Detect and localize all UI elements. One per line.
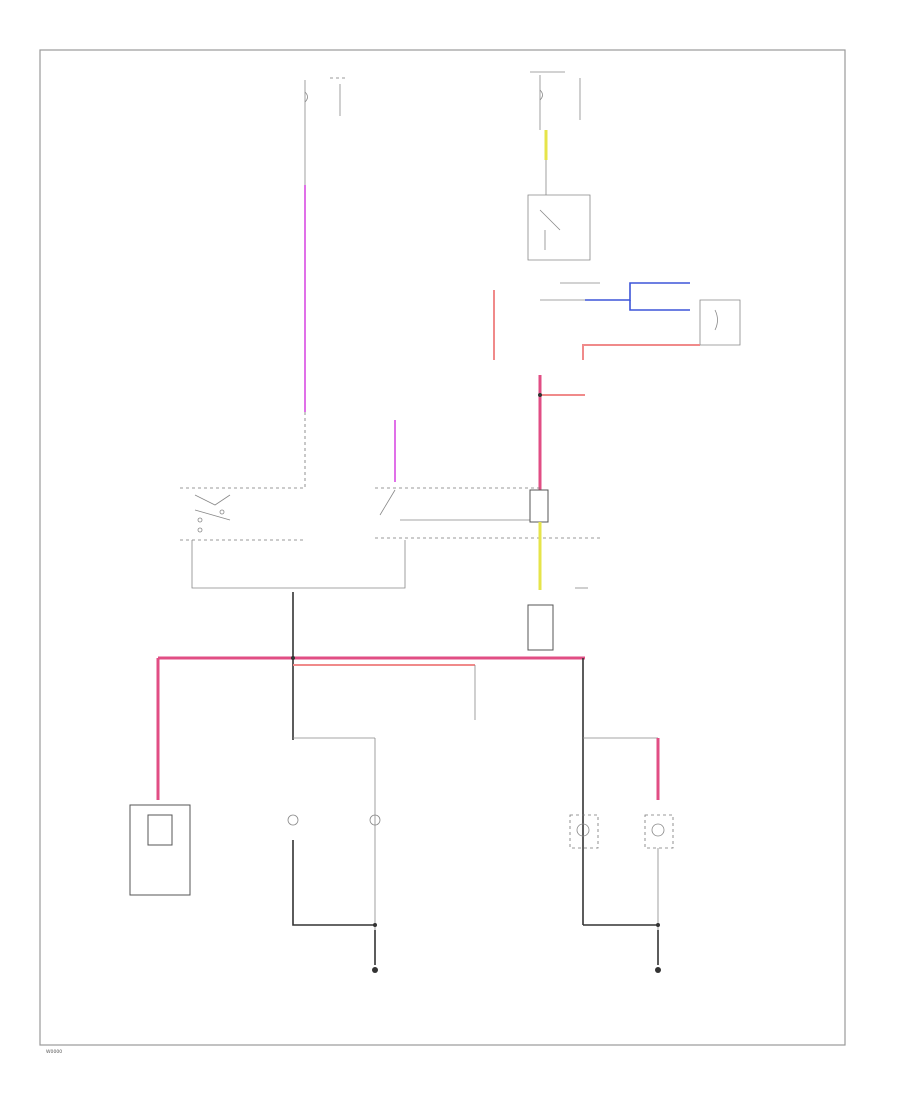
fuse-top-left <box>304 77 345 120</box>
relay-switch-row <box>375 487 600 539</box>
component-lower-right <box>527 587 588 651</box>
diagram-frame <box>39 49 846 1046</box>
ground-point-right <box>655 967 661 973</box>
wire-salmon-right <box>582 344 700 360</box>
footer-code: W0000 <box>46 1049 62 1055</box>
ground-point-center <box>372 967 378 973</box>
splice-dot-upper <box>538 393 542 397</box>
fuse-box-right <box>699 299 741 346</box>
wire-lamp-left-return <box>292 840 375 926</box>
lamp-left <box>287 814 299 826</box>
fuse-top-right <box>530 71 581 130</box>
splice-dot-lamp <box>373 923 377 927</box>
blue-wire-group <box>540 282 690 311</box>
relay-box-upper <box>527 194 591 261</box>
splice-dot-right <box>656 923 660 927</box>
lamp-assembly-right-pair <box>569 814 674 849</box>
splice-dot-bus <box>291 656 295 660</box>
switch-enclosure <box>191 540 406 589</box>
switch-module <box>180 487 305 541</box>
component-lower-left <box>129 804 191 896</box>
